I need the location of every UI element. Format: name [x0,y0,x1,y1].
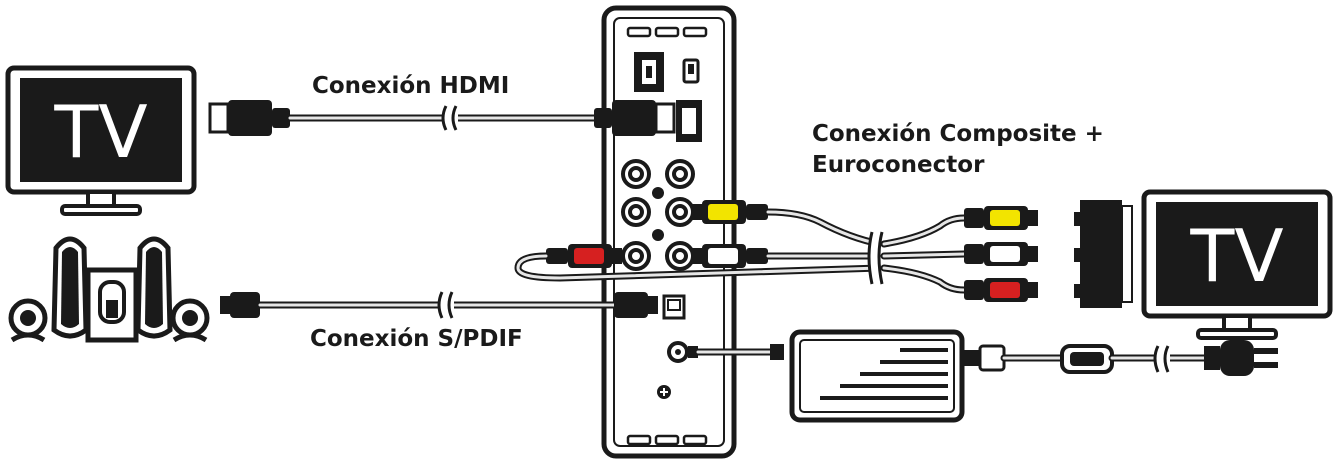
hdmi-cable [208,100,676,136]
rca-ports [621,159,695,271]
tv-left: TV [5,65,197,216]
label-hdmi: Conexión HDMI [312,73,509,99]
label-composite-line1: Conexión Composite + [812,121,1104,147]
label-composite-line2: Euroconector [812,152,985,178]
label-spdif: Conexión S/PDIF [310,326,523,352]
tv-right-label: TV [1189,214,1283,298]
scart-adapter [1080,200,1122,308]
speakers [8,236,210,343]
power-adapter [688,329,1278,423]
spdif-cable [220,291,658,319]
media-player-device [601,5,737,459]
composite-cable [514,200,1133,308]
tv-left-label: TV [53,90,147,174]
tv-right: TV [1141,189,1333,340]
